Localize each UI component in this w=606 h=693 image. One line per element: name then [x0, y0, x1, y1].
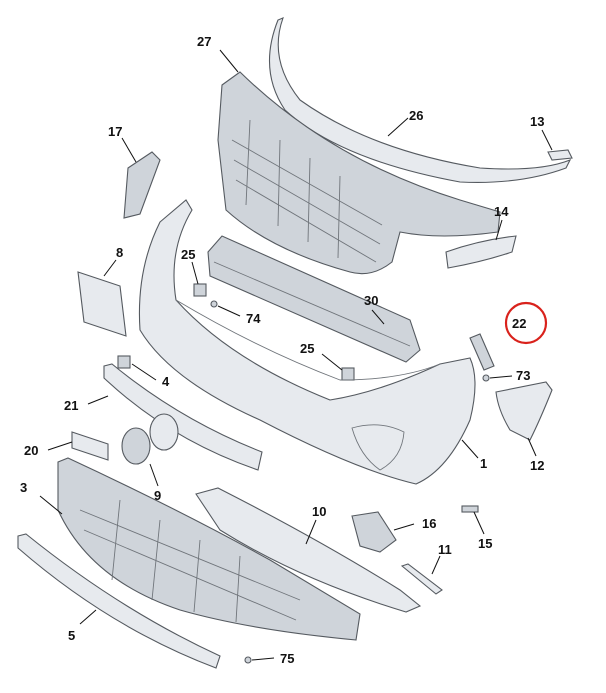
- callout-20: 20: [24, 443, 38, 458]
- part-13-clip: [547, 149, 573, 161]
- grille-mesh: [231, 119, 383, 263]
- leader-10: [305, 519, 317, 545]
- leader-lines: [39, 49, 553, 661]
- part-15-clip: [461, 505, 479, 513]
- callout-27: 27: [197, 34, 211, 49]
- callout-1: 1: [480, 456, 487, 471]
- bumper-crease: [175, 299, 441, 381]
- leader-17: [121, 137, 137, 163]
- callout-17: 17: [108, 124, 122, 139]
- part-4-clip: [117, 355, 131, 369]
- callout-25a: 25: [181, 247, 195, 262]
- leader-73: [489, 375, 513, 379]
- leader-13: [541, 129, 553, 151]
- leader-15: [473, 511, 485, 535]
- part-75-screw: [244, 656, 252, 664]
- callout-16: 16: [422, 516, 436, 531]
- leader-74: [217, 305, 241, 317]
- callout-labels: 27 26 13 17 14 8 25 74 30 22 25 73 4 21 …: [20, 34, 544, 666]
- leader-8: [103, 259, 117, 277]
- leader-20: [47, 441, 73, 451]
- callout-30: 30: [364, 293, 378, 308]
- leader-4: [131, 363, 157, 381]
- callout-75: 75: [280, 651, 294, 666]
- part-3-lower-grille: [57, 457, 361, 641]
- part-9-emblem-ring: [149, 413, 179, 451]
- part-20-plate: [71, 431, 109, 461]
- part-12-corner-trim: [495, 381, 553, 441]
- leader-27: [219, 49, 239, 73]
- lower-grille-mesh: [79, 499, 301, 623]
- callout-74: 74: [246, 311, 261, 326]
- part-30-beam: [207, 235, 421, 363]
- callout-25b: 25: [300, 341, 314, 356]
- leader-1: [461, 439, 479, 459]
- bumper-fog-recess: [351, 424, 405, 471]
- part-16-bracket: [351, 511, 397, 553]
- leader-5: [79, 609, 97, 625]
- leader-3: [39, 495, 63, 515]
- callout-73: 73: [516, 368, 530, 383]
- part-74-screw: [210, 300, 218, 308]
- callout-3: 3: [20, 480, 27, 495]
- callout-10: 10: [312, 504, 326, 519]
- callout-5: 5: [68, 628, 75, 643]
- callout-14: 14: [494, 204, 509, 219]
- part-25-clip-left: [193, 283, 207, 297]
- leader-16: [393, 523, 415, 531]
- callout-22: 22: [512, 316, 526, 331]
- callout-21: 21: [64, 398, 78, 413]
- part-10-shield: [195, 487, 422, 613]
- leader-26: [387, 117, 409, 137]
- callout-11: 11: [438, 542, 452, 557]
- callout-4: 4: [162, 374, 170, 389]
- part-11-strip: [400, 563, 443, 595]
- leader-30: [371, 309, 385, 325]
- callout-13: 13: [530, 114, 544, 129]
- callout-15: 15: [478, 536, 492, 551]
- beam-edge: [213, 261, 411, 347]
- callout-9: 9: [154, 488, 161, 503]
- leader-25a: [191, 261, 199, 285]
- part-8-side-panel: [77, 271, 127, 337]
- leader-14: [495, 219, 503, 241]
- callout-26: 26: [409, 108, 423, 123]
- leader-75: [251, 657, 275, 661]
- part-1-bumper-cover: [138, 199, 476, 485]
- callout-8: 8: [116, 245, 123, 260]
- leader-21: [87, 395, 109, 405]
- part-17-bracket: [123, 151, 161, 219]
- part-21-grille-strip: [103, 363, 263, 471]
- leader-25b: [321, 353, 343, 371]
- leader-11: [431, 555, 441, 575]
- part-26-upper-trim: [268, 17, 572, 183]
- callout-12: 12: [530, 458, 544, 473]
- part-9-emblem: [121, 427, 151, 465]
- leader-9: [149, 463, 159, 487]
- part-25-clip-right: [341, 367, 355, 381]
- leader-12: [527, 437, 537, 457]
- part-73-screw: [482, 374, 490, 382]
- part-5-lip-trim: [17, 533, 221, 669]
- part-14-lamp-trim: [445, 235, 517, 269]
- highlight-circle: [504, 301, 548, 345]
- part-22-bracket: [469, 333, 495, 371]
- part-27-grille: [217, 71, 501, 275]
